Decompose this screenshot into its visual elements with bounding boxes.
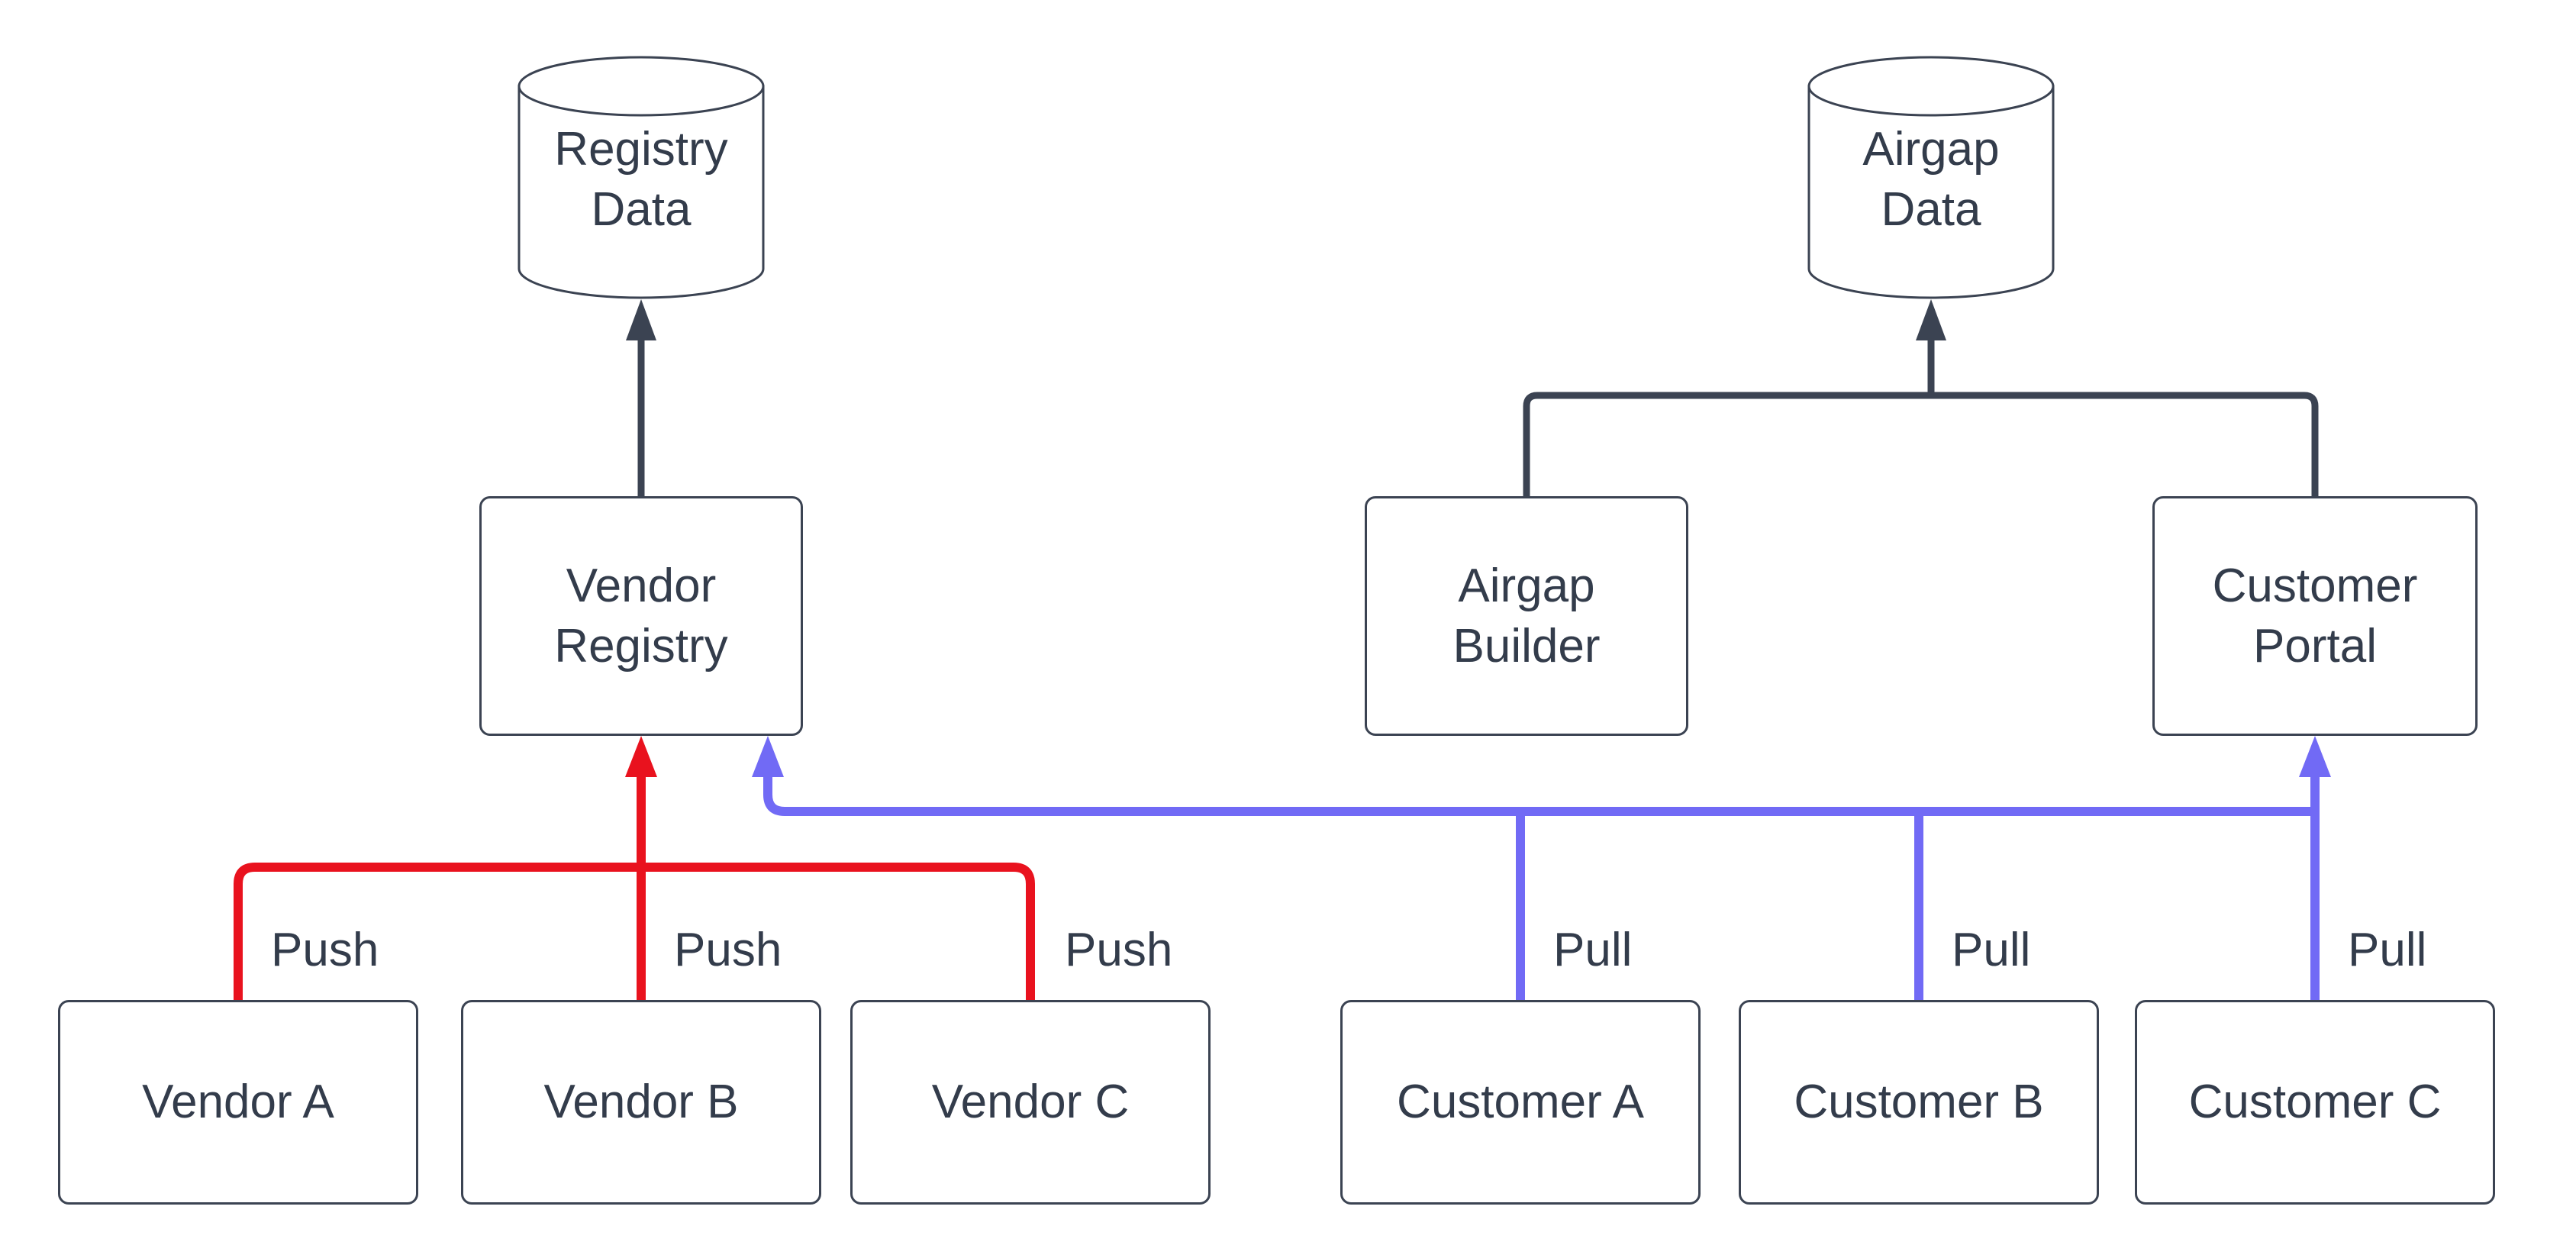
node-customer-a: Customer A [1340,1000,1701,1205]
airgap-data-cylinder-body [1807,85,2055,299]
registry-data-cylinder-body [517,85,765,299]
node-airgap-builder: Airgap Builder [1365,496,1688,736]
node-customer-c: Customer C [2135,1000,2495,1205]
arrowhead-push-registry [625,736,657,777]
arrowhead-pull-registry [752,736,784,777]
node-vendor-registry: Vendor Registry [479,496,803,736]
node-customer-portal: Customer Portal [2152,496,2478,736]
edge-push-bus [234,863,1035,1000]
airgap-data-cylinder-top [1807,56,2055,117]
arrowhead-airgap-data [1916,299,1946,340]
node-customer-b: Customer B [1739,1000,2099,1205]
edge-label-pull-b: Pull [1952,924,2031,976]
node-vendor-b: Vendor B [461,1000,821,1205]
edge-label-pull-c: Pull [2348,924,2427,976]
edge-label-push-c: Push [1065,924,1173,976]
registry-data-cylinder-top [517,56,765,117]
node-airgap-data: Airgap Data [1862,122,2000,236]
arrowhead-registry-data [626,299,656,340]
edge-label-push-a: Push [271,924,379,976]
node-vendor-c: Vendor C [850,1000,1211,1205]
node-vendor-a: Vendor A [58,1000,418,1205]
edge-pull-bus [763,774,2315,816]
arrowhead-pull-portal [2299,736,2331,777]
edge-label-push-b: Push [674,924,782,976]
edge-builder-portal-tree [1523,392,2319,496]
node-registry-data: Registry Data [554,122,728,236]
edge-label-pull-a: Pull [1553,924,1633,976]
